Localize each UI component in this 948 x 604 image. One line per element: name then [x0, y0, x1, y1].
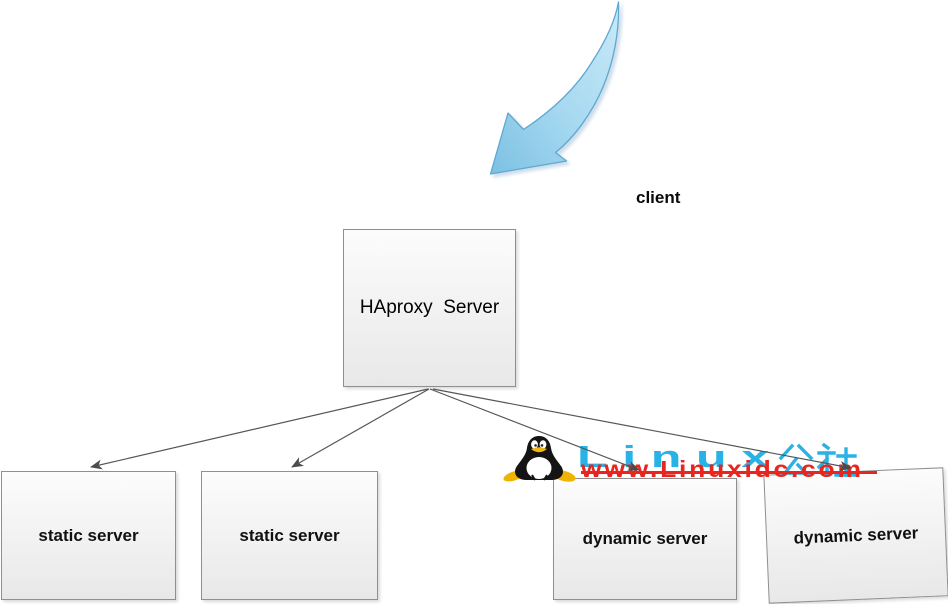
dynamic-server-label-1: dynamic server — [582, 529, 708, 548]
static-server-node-1: static server — [1, 471, 176, 600]
static-server-label-1: static server — [38, 525, 139, 545]
haproxy-server-node: HAproxy Server — [343, 229, 516, 387]
haproxy-server-label: HAproxy Server — [359, 297, 500, 318]
watermark-strike-line — [581, 471, 877, 474]
static-server-label-2: static server — [239, 525, 340, 545]
client-label: client — [636, 188, 681, 207]
dynamic-server-label-2: dynamic server — [793, 522, 919, 548]
tux-penguin-icon — [503, 436, 576, 482]
edge-haproxy-to-static-2 — [291, 388, 430, 468]
watermark-url-text: www.Linuxidc.com — [581, 456, 864, 482]
edge-haproxy-to-static-1 — [90, 388, 429, 470]
static-server-node-2: static server — [201, 471, 378, 600]
dynamic-server-node-2: dynamic server — [763, 467, 948, 604]
dynamic-server-node-1: dynamic server — [553, 478, 737, 600]
